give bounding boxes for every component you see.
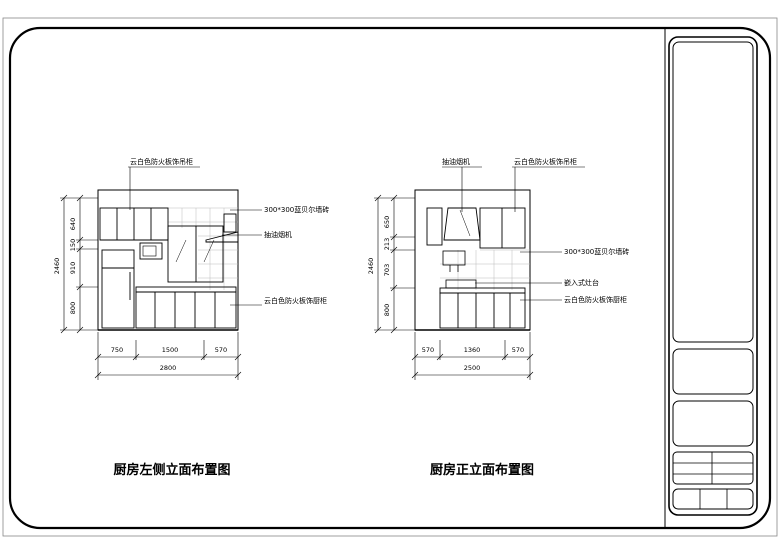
right-dim-v-4: 800 <box>383 304 391 316</box>
right-wall-outline <box>414 189 531 331</box>
left-dim-v-1: 640 <box>69 218 77 230</box>
left-microwave <box>139 242 163 260</box>
left-tile-pattern <box>168 207 238 290</box>
left-vertical-dim-lines <box>60 194 98 334</box>
right-tile-pattern <box>440 249 530 290</box>
right-callout-wall-cabinet: 云白色防火板饰吊柜 <box>514 157 577 166</box>
left-dim-v-4: 800 <box>69 302 77 314</box>
right-dim-h-3: 570 <box>512 346 524 354</box>
left-dim-h-2: 1500 <box>162 346 179 354</box>
left-fridge <box>101 249 135 329</box>
right-dim-v-1: 650 <box>383 216 391 228</box>
left-callout-leaders <box>128 166 262 306</box>
left-callout-base-cabinet: 云白色防火板饰厨柜 <box>264 296 327 305</box>
left-window <box>167 225 224 283</box>
left-dim-v-2: 150 <box>69 239 77 251</box>
right-range-hood <box>443 207 481 241</box>
title-block-notes-box <box>672 41 754 343</box>
right-callout-base-cabinet: 云白色防火板饰厨柜 <box>564 295 627 304</box>
left-wall-cabinets <box>99 207 169 241</box>
title-block-box-2 <box>672 400 754 447</box>
title-block-box-1 <box>672 348 754 395</box>
title-block-grid <box>672 451 754 485</box>
left-dim-v-total: 2460 <box>53 258 61 275</box>
right-callout-tile: 300*300蓝贝尔墙砖 <box>564 247 629 256</box>
outer-sheet-border <box>2 17 778 537</box>
right-dim-h-total: 2500 <box>464 364 481 372</box>
title-block-outer <box>668 36 758 516</box>
left-callout-wall-cabinet: 云白色防火板饰吊柜 <box>130 157 193 166</box>
right-counter-items <box>442 250 477 289</box>
right-elevation: 抽油烟机 云白色防火板饰吊柜 300*300蓝贝尔墙砖 嵌入式灶台 云白色防火板… <box>367 157 629 478</box>
right-wall-cabinets <box>426 207 526 249</box>
right-callout-sink: 嵌入式灶台 <box>564 278 599 287</box>
right-dim-v-3: 703 <box>383 264 391 276</box>
left-dim-h-3: 570 <box>215 346 227 354</box>
right-dim-v-2: 213 <box>383 238 391 250</box>
left-dim-h-total: 2800 <box>160 364 177 372</box>
right-drawing-title: 厨房正立面布置图 <box>430 462 534 478</box>
right-base-cabinets <box>439 287 526 329</box>
right-callout-leaders <box>442 166 585 301</box>
left-dim-v-3: 910 <box>69 262 77 274</box>
title-block-cells <box>672 488 754 510</box>
left-drawing-title: 厨房左侧立面布置图 <box>113 462 230 478</box>
drawing-frame <box>8 26 772 530</box>
right-vertical-dim-lines <box>374 194 415 334</box>
title-block <box>668 36 758 516</box>
right-dim-h-1: 570 <box>422 346 434 354</box>
right-horizontal-dim-lines <box>411 332 534 380</box>
left-dim-h-1: 750 <box>111 346 123 354</box>
left-base-cabinets <box>135 286 237 329</box>
left-horizontal-dim-lines <box>94 332 242 380</box>
right-dim-h-2: 1360 <box>464 346 481 354</box>
right-dim-v-total: 2460 <box>367 258 375 275</box>
right-callout-hood: 抽油烟机 <box>442 157 470 166</box>
left-callout-hood: 抽油烟机 <box>264 230 292 239</box>
left-range-hood <box>205 213 239 243</box>
left-elevation: 云白色防火板饰吊柜 300*300蓝贝尔墙砖 抽油烟机 云白色防火板饰厨柜 64… <box>53 157 329 478</box>
left-callout-tile: 300*300蓝贝尔墙砖 <box>264 205 329 214</box>
